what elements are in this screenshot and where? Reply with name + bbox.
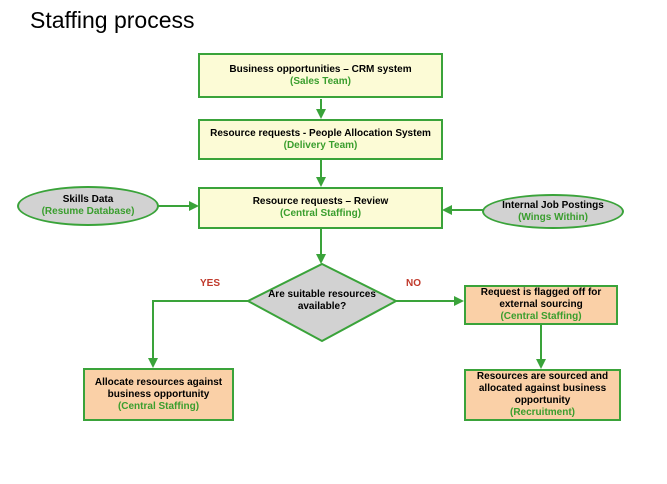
ijp-sub: (Wings Within) bbox=[518, 211, 588, 223]
sourced-sub: (Recruitment) bbox=[509, 407, 575, 418]
flagged-box: Request is flagged off for external sour… bbox=[464, 285, 618, 325]
review-box: Resource requests – Review (Central Staf… bbox=[198, 187, 443, 229]
crm-label: Business opportunities – CRM system bbox=[229, 63, 412, 75]
allocate-box: Allocate resources against business oppo… bbox=[83, 368, 234, 421]
flagged-sub: (Central Staffing) bbox=[500, 311, 582, 322]
pas-label: Resource requests - People Allocation Sy… bbox=[210, 127, 431, 139]
crm-box: Business opportunities – CRM system (Sal… bbox=[198, 53, 443, 98]
decision-diamond bbox=[245, 262, 399, 343]
review-label: Resource requests – Review bbox=[252, 196, 389, 207]
sourced-label: Resources are sourced and allocated agai… bbox=[476, 371, 609, 406]
yes-label: YES bbox=[200, 278, 221, 289]
page-title: Staffing process bbox=[30, 7, 195, 33]
decision-label: Are suitable resources available? bbox=[268, 289, 376, 312]
no-label: NO bbox=[406, 278, 421, 289]
sourced-box: Resources are sourced and allocated agai… bbox=[464, 369, 621, 421]
pas-sub: (Delivery Team) bbox=[283, 139, 358, 151]
ijp-ellipse: Internal Job Postings (Wings Within) bbox=[482, 194, 624, 229]
pas-box: Resource requests - People Allocation Sy… bbox=[198, 119, 443, 160]
edge-decision-yes bbox=[148, 300, 250, 368]
ijp-label: Internal Job Postings bbox=[502, 199, 604, 211]
skills-label: Skills Data bbox=[62, 194, 114, 205]
flagged-label: Request is flagged off for external sour… bbox=[480, 287, 602, 310]
allocate-sub: (Central Staffing) bbox=[117, 400, 200, 412]
review-sub: (Central Staffing) bbox=[279, 208, 362, 219]
skills-sub: (Resume Database) bbox=[41, 206, 135, 217]
decision-text: Are suitable resources available? bbox=[262, 286, 382, 316]
allocate-label: Allocate resources against business oppo… bbox=[94, 376, 223, 400]
crm-sub: (Sales Team) bbox=[290, 75, 351, 87]
skills-ellipse: Skills Data (Resume Database) bbox=[17, 186, 159, 226]
